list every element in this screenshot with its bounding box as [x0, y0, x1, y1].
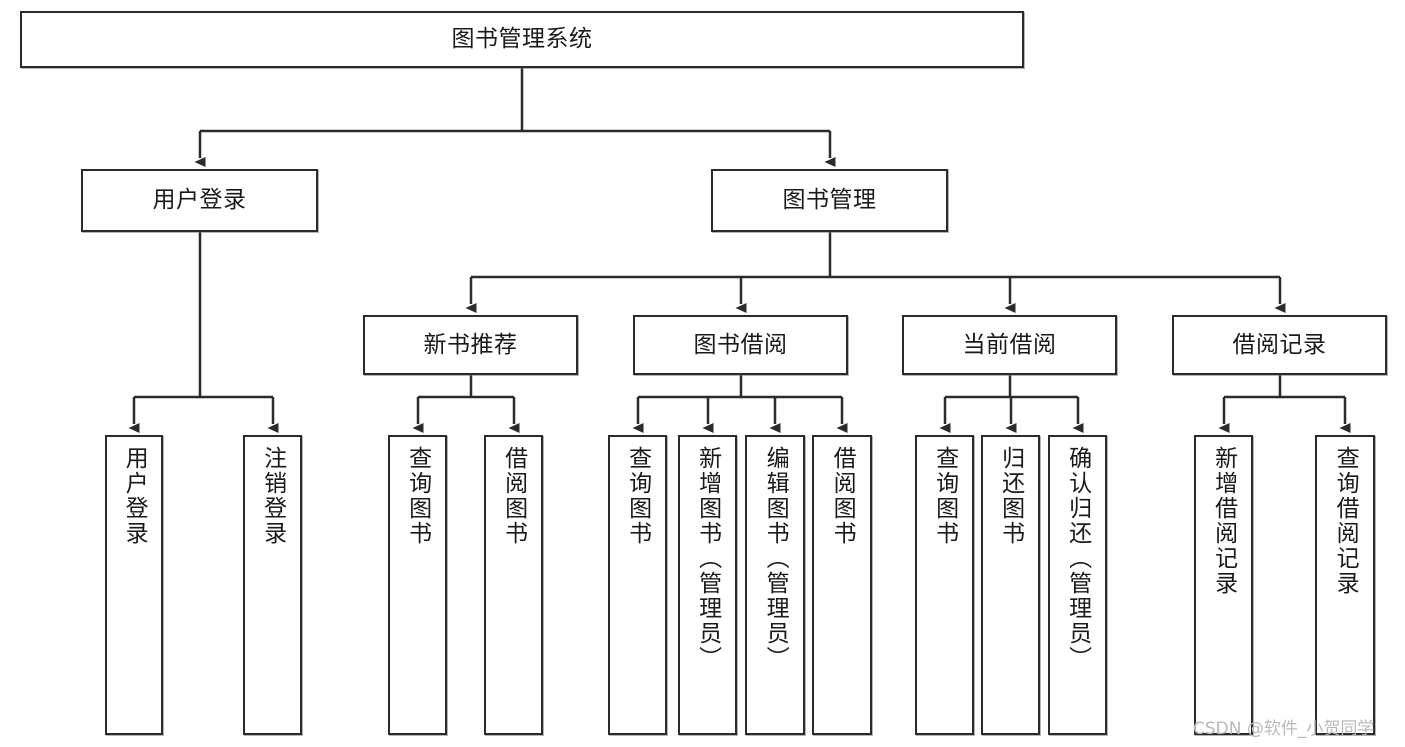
node-label: 借阅记录	[1232, 331, 1327, 358]
node-leaf-query-book-3[interactable]: 查询图书	[915, 435, 974, 735]
node-leaf-query-book-2[interactable]: 查询图书	[608, 435, 667, 735]
node-leaf-borrow-book-1[interactable]: 借阅图书	[484, 435, 543, 735]
node-label: 新增图书（管理员）	[694, 446, 721, 671]
node-label: 图书管理系统	[451, 26, 593, 53]
node-leaf-return-book[interactable]: 归还图书	[981, 435, 1040, 735]
node-label: 借阅图书	[829, 446, 856, 546]
node-label: 图书借阅	[693, 331, 788, 358]
node-leaf-confirm-return[interactable]: 确认归还（管理员）	[1048, 435, 1107, 735]
node-label: 当前借阅	[962, 331, 1057, 358]
node-current[interactable]: 当前借阅	[902, 315, 1117, 375]
node-leaf-edit-book[interactable]: 编辑图书（管理员）	[745, 435, 805, 735]
node-leaf-query-book-1[interactable]: 查询图书	[388, 435, 447, 735]
watermark-label: CSDN @软件_小贺同学	[1193, 719, 1375, 739]
node-newbook[interactable]: 新书推荐	[363, 315, 578, 375]
node-records[interactable]: 借阅记录	[1172, 315, 1387, 375]
node-label: 注销登录	[259, 446, 286, 546]
node-borrow[interactable]: 图书借阅	[633, 315, 848, 375]
node-label: 用户登录	[152, 187, 247, 214]
node-label: 查询图书	[931, 446, 958, 546]
node-label: 图书管理	[782, 187, 877, 214]
node-label: 确认归还（管理员）	[1064, 446, 1091, 671]
node-label: 借阅图书	[500, 446, 527, 546]
node-bookmgmt[interactable]: 图书管理	[711, 169, 948, 232]
node-leaf-query-record[interactable]: 查询借阅记录	[1315, 435, 1375, 735]
node-leaf-logout[interactable]: 注销登录	[243, 435, 302, 735]
node-label: 新增借阅记录	[1210, 446, 1237, 596]
node-label: 用户登录	[121, 446, 148, 546]
node-leaf-add-book[interactable]: 新增图书（管理员）	[678, 435, 737, 735]
node-leaf-add-record[interactable]: 新增借阅记录	[1194, 435, 1253, 735]
node-root[interactable]: 图书管理系统	[20, 11, 1024, 68]
node-label: 查询图书	[404, 446, 431, 546]
node-label: 新书推荐	[423, 331, 518, 358]
node-leaf-user-login[interactable]: 用户登录	[105, 435, 163, 735]
node-login[interactable]: 用户登录	[81, 169, 318, 232]
node-label: 编辑图书（管理员）	[762, 446, 789, 671]
node-label: 查询借阅记录	[1332, 446, 1359, 596]
node-label: 查询图书	[624, 446, 651, 546]
node-label: 归还图书	[997, 446, 1024, 546]
node-leaf-borrow-book-2[interactable]: 借阅图书	[812, 435, 872, 735]
